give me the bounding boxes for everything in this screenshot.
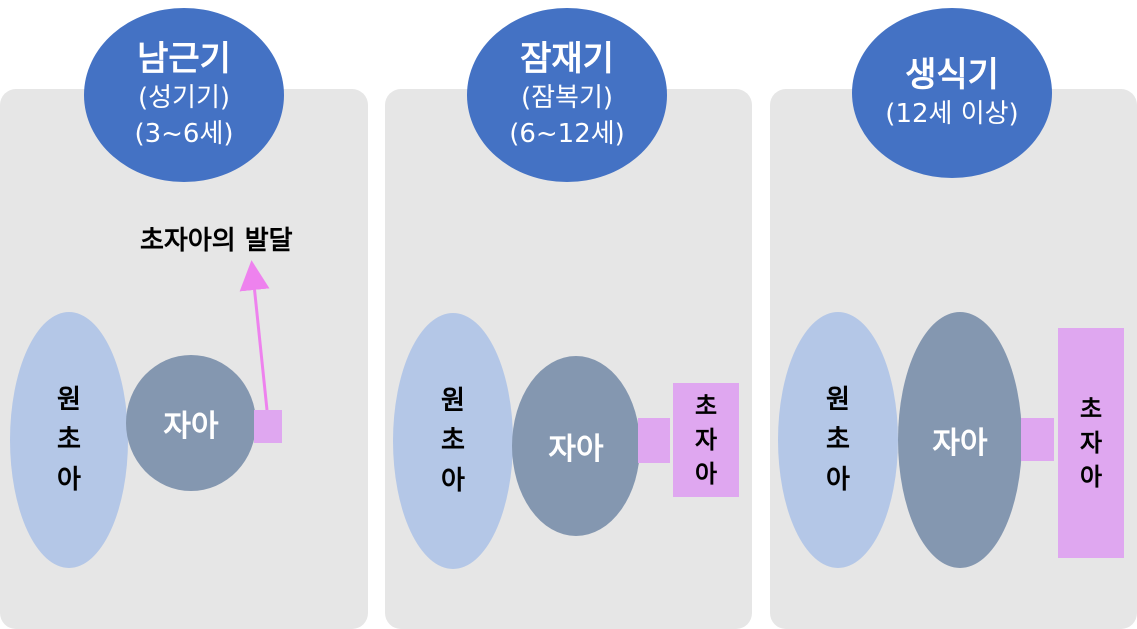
ego-oval: 자아 <box>898 312 1022 568</box>
superego-char: 아 <box>694 460 718 488</box>
superego-connector <box>1021 418 1054 461</box>
id-char: 초 <box>826 425 850 455</box>
superego-char: 자 <box>694 426 718 454</box>
id-char: 초 <box>57 425 81 455</box>
superego-char: 아 <box>1079 463 1103 491</box>
ego-label: 자아 <box>932 426 988 461</box>
stage-title-phallic: 남근기 (성기기) (3~6세) <box>84 8 284 182</box>
id-char: 아 <box>441 466 465 496</box>
stage-title: 생식기 <box>905 55 999 95</box>
id-char: 초 <box>441 426 465 456</box>
stage-title-latency: 잠재기 (잠복기) (6~12세) <box>467 8 667 182</box>
stage-age: (6~12세) <box>509 119 625 149</box>
superego-connector <box>638 418 670 463</box>
ego-label: 자아 <box>163 409 219 444</box>
stage-age: (12세 이상) <box>885 99 1019 129</box>
id-char: 원 <box>57 385 81 415</box>
id-char: 원 <box>826 385 850 415</box>
id-oval: 원 초 아 <box>393 313 513 569</box>
superego-box: 초 자 아 <box>673 383 739 497</box>
id-char: 아 <box>57 465 81 495</box>
ego-label: 자아 <box>548 432 604 467</box>
superego-box: 초 자 아 <box>1058 328 1124 558</box>
id-char: 원 <box>441 386 465 416</box>
stage-title: 잠재기 <box>520 39 614 79</box>
superego-char: 초 <box>1079 395 1103 423</box>
id-oval: 원 초 아 <box>778 312 898 568</box>
superego-seed <box>254 410 282 443</box>
ego-oval: 자아 <box>126 355 256 491</box>
id-char: 아 <box>826 465 850 495</box>
stage-subtitle: (성기기) <box>137 83 231 113</box>
stage-age: (3~6세) <box>134 119 234 149</box>
superego-char: 초 <box>694 392 718 420</box>
superego-char: 자 <box>1079 429 1103 457</box>
stage-subtitle: (잠복기) <box>520 83 614 113</box>
id-oval: 원 초 아 <box>10 312 128 568</box>
superego-development-label: 초자아의 발달 <box>140 226 293 256</box>
stage-title: 남근기 <box>137 39 231 79</box>
ego-oval: 자아 <box>512 356 640 536</box>
stage-title-genital: 생식기 (12세 이상) <box>852 8 1052 178</box>
